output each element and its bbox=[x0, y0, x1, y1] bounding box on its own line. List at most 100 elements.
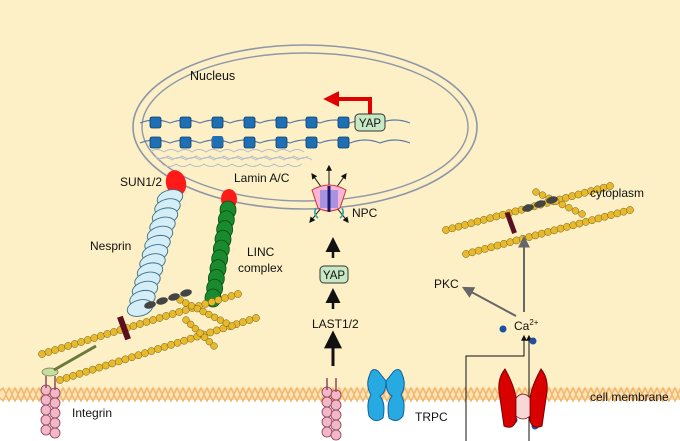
integrin-label: Integrin bbox=[72, 406, 112, 420]
actin-bead bbox=[214, 296, 223, 304]
actin-bead bbox=[512, 236, 521, 245]
calcium-signaling: PKC Ca2+ bbox=[434, 235, 539, 441]
actin-bead bbox=[565, 204, 573, 212]
actin-bead bbox=[181, 306, 190, 314]
nucleosome bbox=[212, 136, 223, 147]
crosslinker bbox=[504, 211, 517, 234]
actin-bead bbox=[201, 333, 209, 341]
npc-filament bbox=[314, 207, 319, 219]
myosin-head bbox=[534, 200, 546, 208]
actin-bead bbox=[75, 369, 84, 378]
actin-bead bbox=[222, 319, 230, 327]
adaptor-link bbox=[53, 344, 97, 372]
cytoplasm-label: cytoplasm bbox=[590, 186, 644, 200]
actin-bead bbox=[588, 216, 597, 225]
integrin-domain bbox=[330, 409, 342, 421]
nucleosome bbox=[337, 136, 350, 149]
integrin-domain bbox=[330, 429, 342, 441]
actin-bead bbox=[134, 351, 143, 360]
actin-bead bbox=[506, 238, 515, 247]
actin-bead bbox=[578, 210, 586, 218]
actin-bead bbox=[544, 228, 552, 236]
actin-bead bbox=[64, 342, 72, 350]
calcium-superscript: 2+ bbox=[529, 318, 538, 327]
cell-membrane-label: cell membrane bbox=[590, 390, 669, 404]
actin-bead bbox=[550, 226, 559, 235]
nuclear-envelope-inner bbox=[141, 52, 469, 202]
actin-bead bbox=[44, 348, 53, 356]
actin-bead bbox=[128, 353, 136, 362]
nucleosome bbox=[179, 136, 192, 149]
actin-bead bbox=[95, 363, 104, 372]
actin-bead bbox=[147, 347, 156, 355]
integrin-domain bbox=[49, 417, 61, 429]
hippo-pathway: YAP LAST1/2 bbox=[312, 237, 359, 366]
actin-bead bbox=[141, 349, 149, 357]
nucleosome bbox=[305, 136, 318, 149]
actin-bead bbox=[62, 374, 71, 382]
actin-bead bbox=[487, 243, 496, 252]
actin-bead bbox=[606, 182, 614, 190]
myosin-head bbox=[156, 297, 168, 305]
actin-bead bbox=[162, 312, 170, 320]
mechanosensitive-channel bbox=[498, 368, 548, 428]
actin-bead bbox=[613, 209, 622, 218]
trpc-channel bbox=[367, 369, 405, 422]
calcium-ion bbox=[529, 337, 537, 345]
actin-bead bbox=[70, 340, 79, 348]
actin-bead bbox=[626, 206, 634, 214]
actin-bead bbox=[206, 328, 215, 337]
actin-bead bbox=[205, 338, 213, 346]
actin-bead bbox=[196, 329, 204, 337]
actin-bead bbox=[149, 316, 157, 324]
actin-bead bbox=[245, 316, 254, 324]
actin-bead bbox=[600, 212, 609, 221]
lamin-fiber bbox=[149, 149, 305, 153]
actin-bead bbox=[205, 310, 213, 319]
actin-bead bbox=[569, 221, 578, 230]
integrin-domain bbox=[40, 394, 52, 406]
chromatin-strands bbox=[139, 116, 411, 149]
integrin-domain bbox=[321, 426, 333, 438]
actin-bead bbox=[191, 325, 199, 333]
actin-bead bbox=[51, 346, 59, 354]
actin-bundle-right bbox=[442, 182, 634, 258]
npc-filament bbox=[339, 207, 344, 219]
actin-bead bbox=[199, 307, 207, 316]
actin-bead bbox=[234, 290, 242, 298]
nucleosome bbox=[149, 136, 162, 149]
pkc-label: PKC bbox=[434, 277, 459, 291]
nucleosome bbox=[243, 136, 256, 149]
myosin-head bbox=[546, 196, 558, 204]
channel-right-subunit bbox=[529, 368, 548, 428]
linc-label-line2: complex bbox=[238, 261, 283, 275]
actin-bead bbox=[187, 320, 195, 328]
yap-nuclear-box bbox=[354, 113, 386, 132]
actin-bead bbox=[90, 334, 99, 342]
integrin-domain bbox=[49, 407, 61, 419]
lamin-fiber bbox=[161, 163, 303, 167]
actin-bead bbox=[57, 344, 66, 352]
actin-bead bbox=[216, 316, 225, 324]
actin-bead bbox=[182, 316, 190, 324]
linc-complex-chain bbox=[204, 200, 237, 308]
lamin-network bbox=[149, 149, 313, 167]
membrane-leaflet-inner bbox=[0, 393, 680, 403]
actin-bead bbox=[121, 355, 130, 364]
myosin-head bbox=[522, 204, 534, 212]
actin-bead bbox=[448, 224, 457, 233]
actin-bead bbox=[82, 367, 90, 376]
actin-bead bbox=[142, 318, 151, 326]
calcium-ion bbox=[499, 325, 507, 333]
myosin-head bbox=[168, 293, 180, 301]
actin-bead bbox=[187, 302, 196, 310]
actin-bead bbox=[69, 372, 77, 380]
actin-bead bbox=[442, 226, 450, 234]
actin-bead bbox=[96, 332, 105, 340]
actin-bead bbox=[467, 219, 476, 228]
actin-bead bbox=[492, 212, 501, 221]
actin-bead bbox=[574, 190, 583, 199]
actin-bead bbox=[461, 221, 469, 229]
actin-bead bbox=[173, 338, 182, 347]
nucleosome bbox=[211, 116, 224, 129]
